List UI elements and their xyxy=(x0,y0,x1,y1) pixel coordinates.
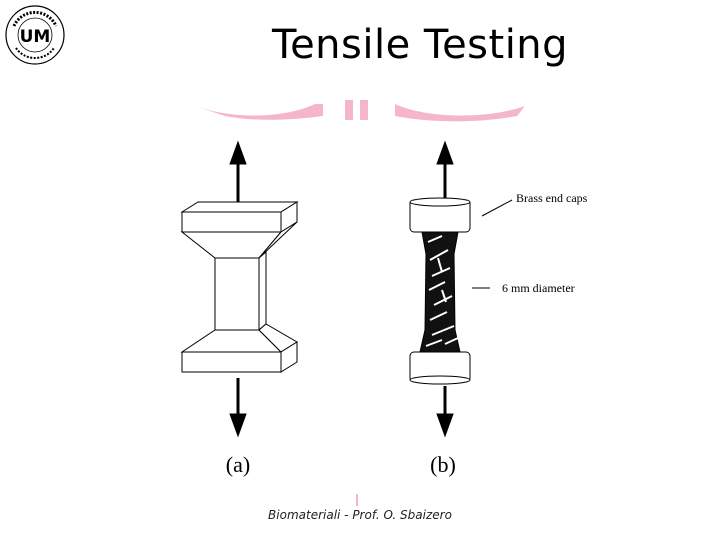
footer-credit: Biomateriali - Prof. O. Sbaizero xyxy=(268,508,452,522)
caps-leader-line xyxy=(481,199,513,217)
specimen-a xyxy=(180,140,299,438)
slide-title: Tensile Testing xyxy=(271,22,569,68)
footer-accent-mark xyxy=(356,494,358,506)
annotation-brass-end-caps: Brass end caps xyxy=(516,191,588,205)
label-a: (a) xyxy=(226,452,250,477)
tensile-specimen-figure: (a) (b) Brass end caps xyxy=(180,140,588,477)
svg-text:UM: UM xyxy=(20,27,51,47)
university-logo: UM xyxy=(5,5,65,65)
label-b: (b) xyxy=(430,452,456,477)
annotation-diameter: 6 mm diameter xyxy=(502,281,575,295)
title-decoration xyxy=(195,100,525,122)
specimen-b xyxy=(409,140,471,438)
